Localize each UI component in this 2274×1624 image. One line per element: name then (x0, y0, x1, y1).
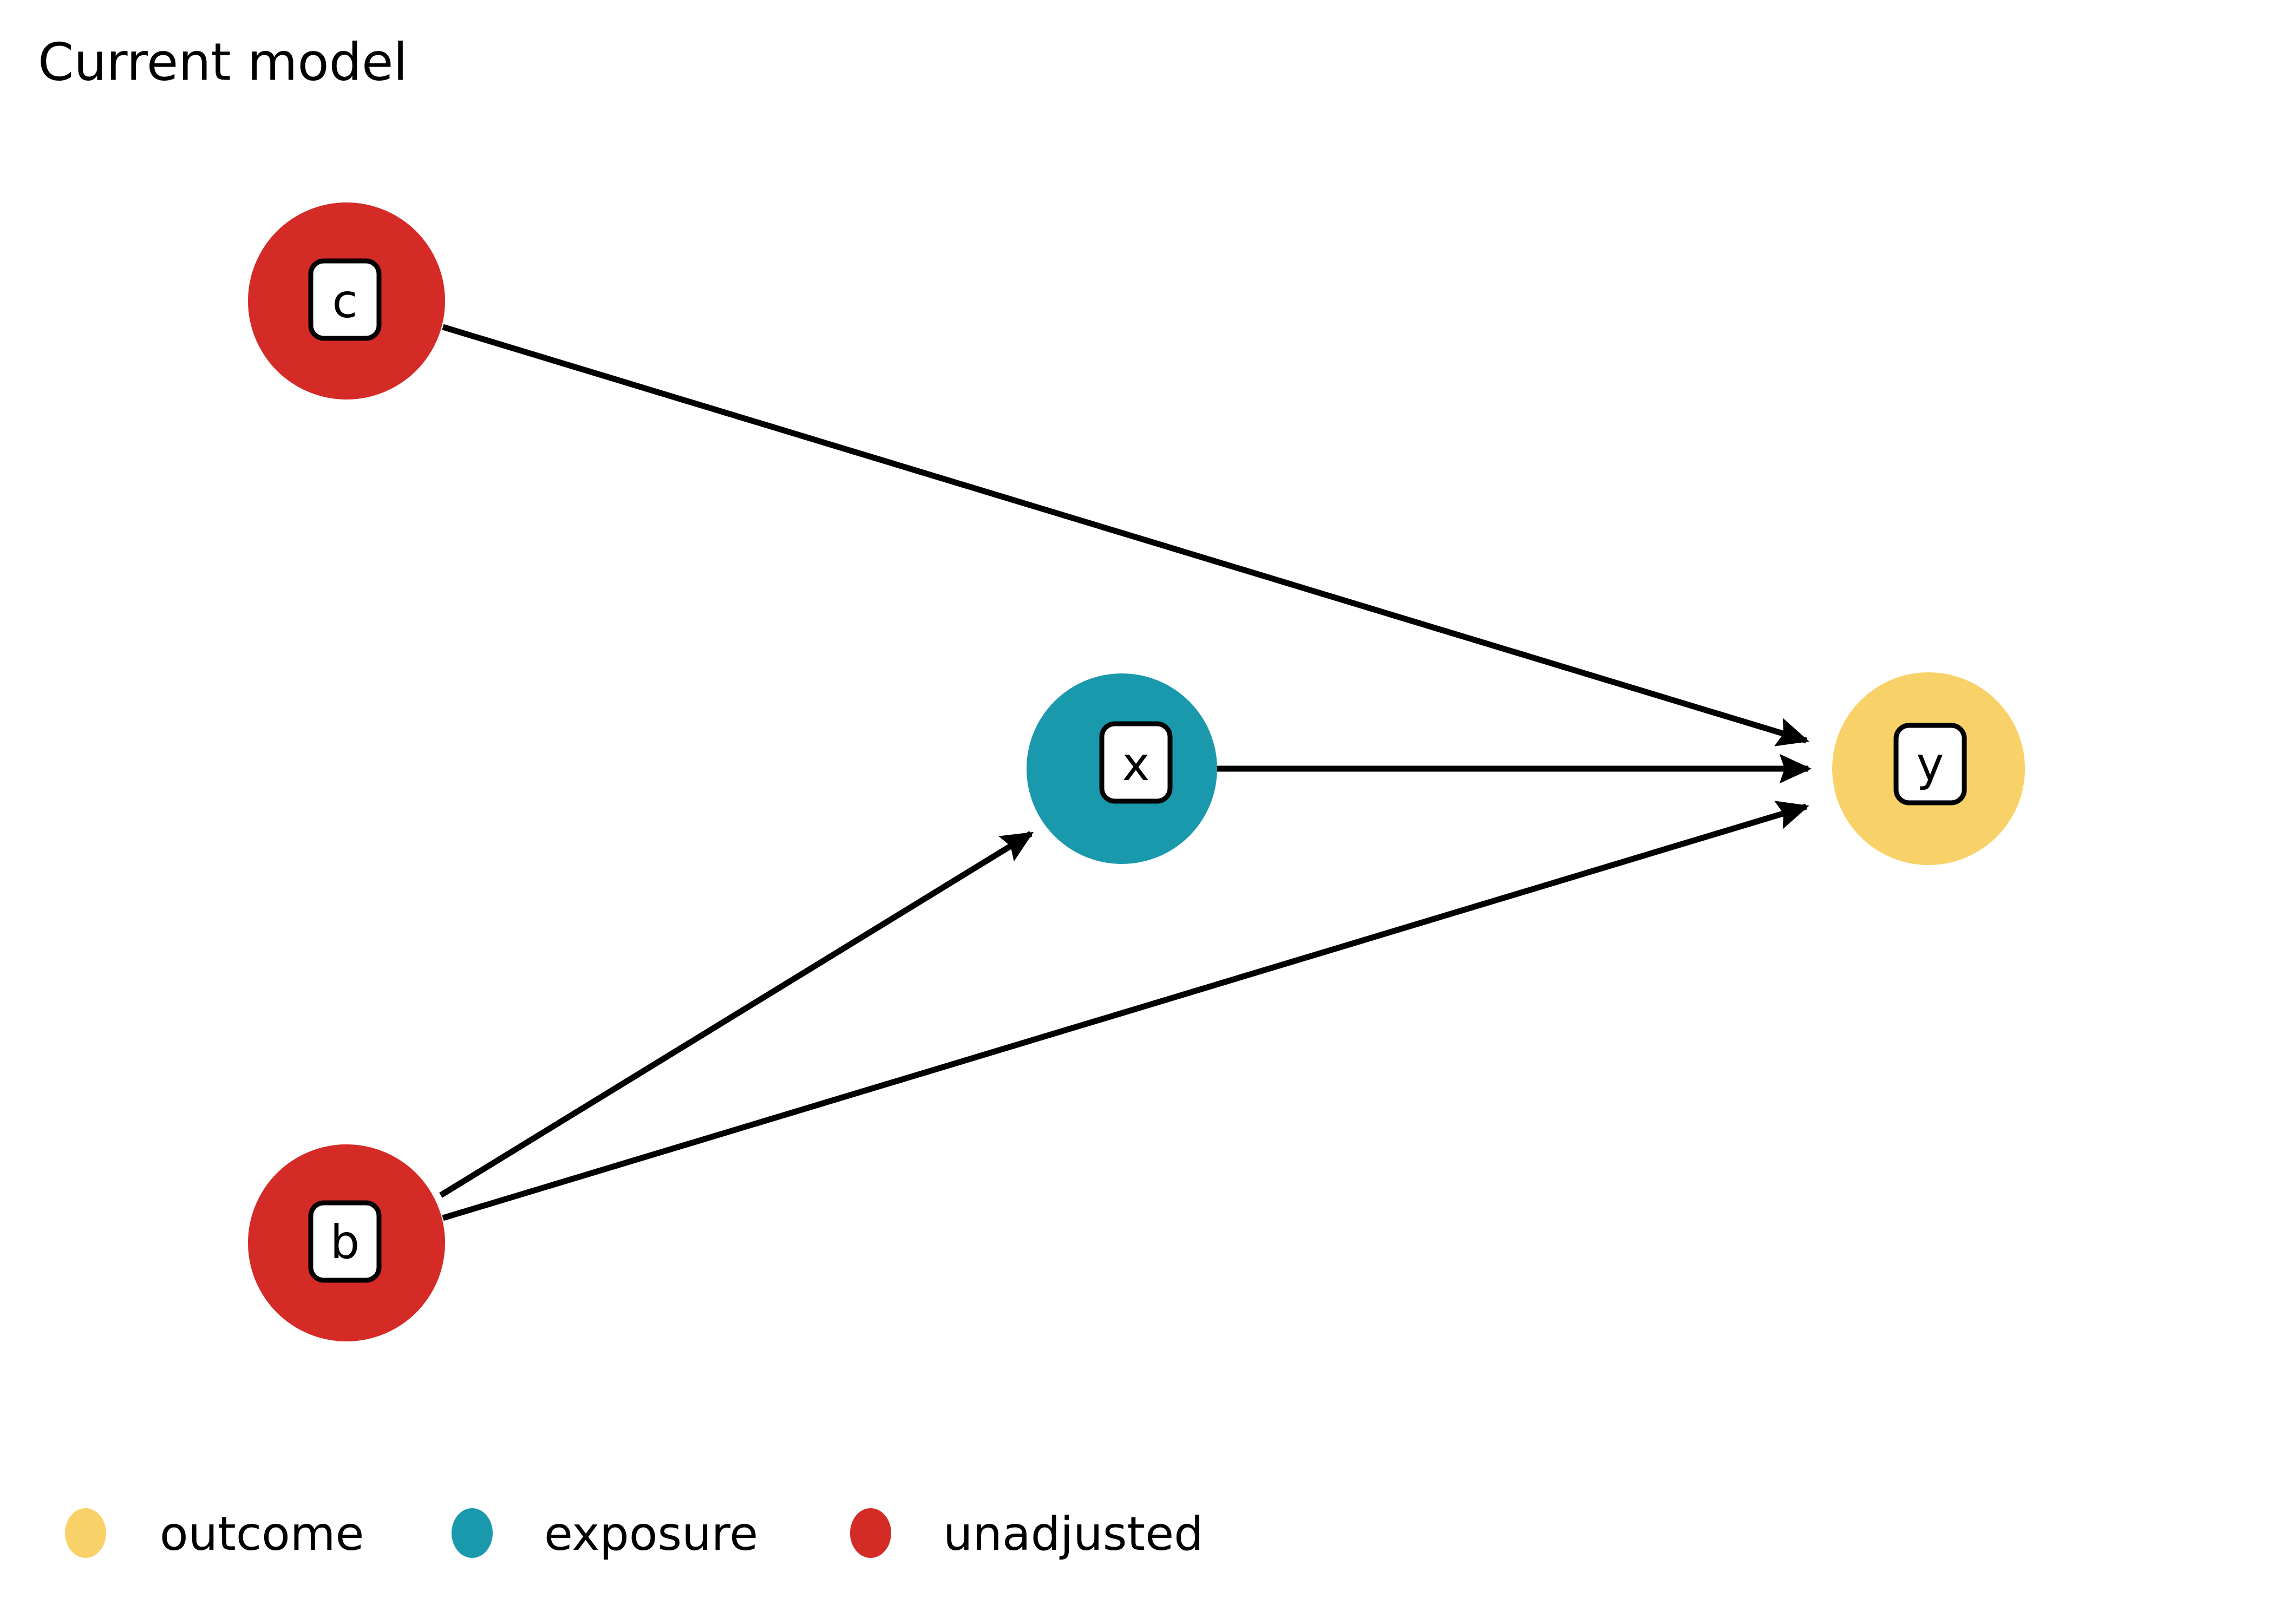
node-b-label-box (308, 1200, 382, 1283)
node-c-label: c (332, 274, 357, 329)
edge-c-to-y (442, 324, 1809, 746)
node-x-label: x (1122, 737, 1150, 791)
page-title: Current model (38, 33, 408, 93)
legend-label-exposure: exposure (544, 1507, 758, 1561)
legend-label-outcome: outcome (160, 1507, 364, 1561)
legend-dot-outcome (65, 1508, 106, 1558)
node-b-label: b (330, 1215, 360, 1269)
legend-item-outcome[interactable]: outcome (65, 1507, 364, 1561)
node-c-label-box (308, 258, 382, 341)
node-x[interactable]: x (1027, 673, 1217, 864)
node-y[interactable]: y (1832, 672, 2025, 865)
legend: outcome exposure unadjusted (65, 1507, 1204, 1561)
node-x-label-box (1099, 721, 1173, 804)
edge-b-to-y (442, 801, 1809, 1221)
edge-group (439, 324, 1812, 1221)
node-c[interactable]: c (248, 202, 445, 400)
legend-dot-unadjusted (850, 1508, 891, 1558)
node-b[interactable]: b (248, 1144, 445, 1341)
legend-item-unadjusted[interactable]: unadjusted (850, 1507, 1204, 1561)
node-y-label: y (1917, 737, 1944, 791)
node-y-label-box (1893, 723, 1967, 806)
edge-b-to-x (439, 831, 1034, 1198)
legend-label-unadjusted: unadjusted (943, 1507, 1204, 1561)
legend-item-exposure[interactable]: exposure (452, 1507, 758, 1561)
legend-dot-exposure (452, 1508, 493, 1558)
